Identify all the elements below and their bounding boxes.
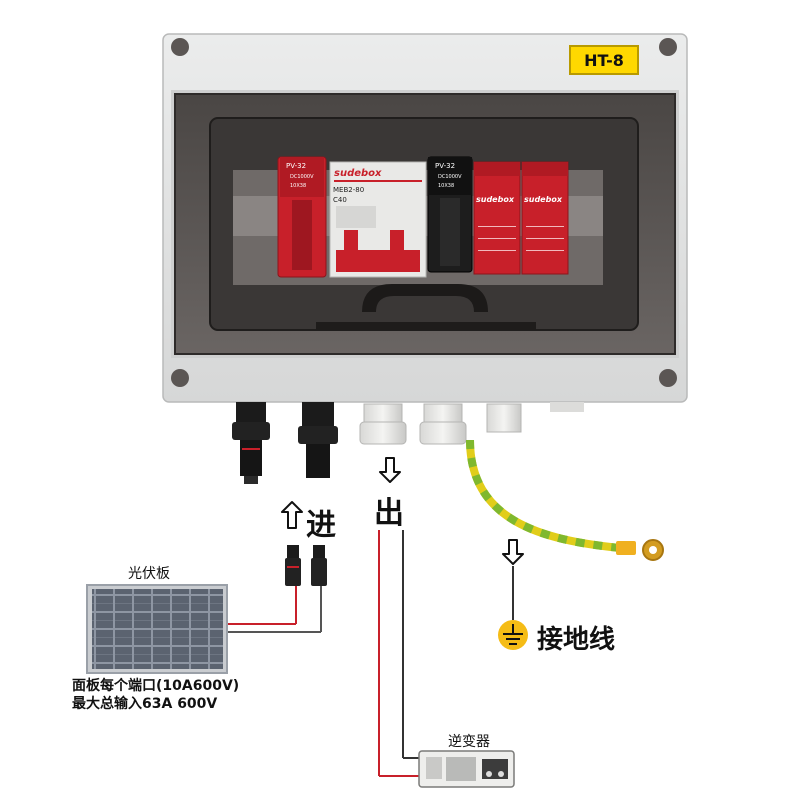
screw-bottom-left	[171, 369, 189, 387]
input-arrow-icon	[281, 501, 303, 529]
breaker: sudebox MEB2-80 C40	[329, 161, 427, 278]
cable-gland-1	[359, 403, 407, 445]
inverter-wires	[378, 530, 420, 777]
pv-wires	[226, 586, 322, 633]
spd-brand-2: sudebox	[524, 195, 563, 204]
input-label: 进	[306, 508, 336, 543]
inverter	[418, 750, 515, 788]
ground-label: 接地线	[537, 625, 616, 655]
spd-brand-1: sudebox	[476, 195, 515, 204]
fuse-left-rating: DC1000V	[290, 174, 314, 180]
solar-panel	[86, 584, 228, 674]
fuse-holder-right: PV-32 DC1000V 10X38	[427, 156, 473, 273]
cable-gland-3	[486, 403, 522, 433]
note-line-1: 面板每个端口(10A600V)	[72, 678, 240, 694]
model-tag: HT-8	[569, 45, 639, 75]
screw-bottom-right	[659, 369, 677, 387]
output-label: 出	[374, 496, 404, 531]
ground-arrow-icon	[502, 539, 524, 565]
note-line-2: 最大总输入63A 600V	[72, 696, 218, 712]
breaker-curve: C40	[333, 196, 347, 204]
cable-gland-2	[419, 403, 467, 445]
mc4-pair	[285, 545, 327, 586]
fuse-right-rating: DC1000V	[438, 174, 462, 180]
ground-icon	[498, 620, 528, 650]
screw-top-right	[659, 38, 677, 56]
screw-top-left	[171, 38, 189, 56]
fuse-left-size: 10X38	[290, 183, 306, 189]
inverter-label: 逆变器	[448, 734, 490, 750]
panel-label: 光伏板	[128, 566, 170, 582]
vent-plug	[550, 402, 584, 412]
surge-protector: sudebox sudebox	[473, 161, 569, 275]
mc4-connector-1	[232, 402, 270, 484]
cover-handle[interactable]	[362, 284, 488, 312]
output-arrow-icon	[379, 457, 401, 483]
breaker-brand: sudebox	[334, 168, 382, 179]
mc4-connector-2	[298, 402, 338, 478]
fuse-holder-left: PV-32 DC1000V 10X38	[277, 156, 327, 278]
fuse-right-size: 10X38	[438, 183, 454, 189]
breaker-model: MEB2-80	[333, 186, 364, 194]
fuse-left-type: PV-32	[286, 162, 306, 170]
fuse-right-type: PV-32	[435, 162, 455, 170]
